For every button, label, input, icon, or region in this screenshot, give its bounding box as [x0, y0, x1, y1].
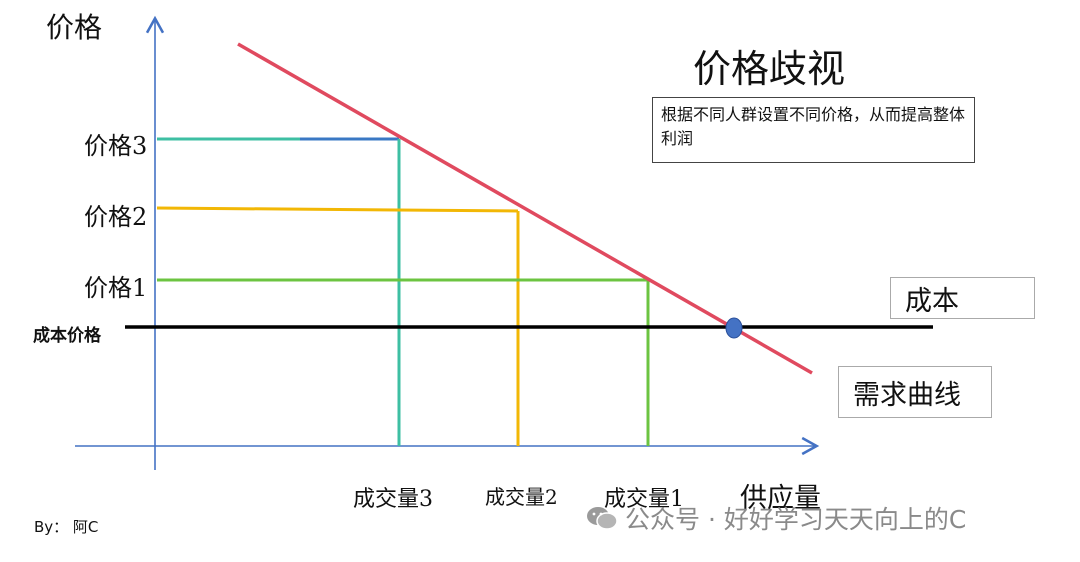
diagram-title: 价格歧视 — [693, 47, 846, 91]
cost-price-label: 成本价格 — [33, 326, 101, 346]
watermark: 公众号 · 好好学习天天向上的C — [585, 500, 966, 536]
x-axis-label: 供应量 — [740, 483, 821, 514]
price2-label: 价格2 — [84, 203, 148, 231]
price3-label: 价格3 — [84, 132, 148, 160]
volume2-label: 成交量2 — [485, 485, 558, 509]
watermark-text: 公众号 · 好好学习天天向上的C — [625, 505, 967, 534]
demand-curve-callout: 需求曲线 — [838, 366, 992, 418]
author-credit: By： 阿C — [34, 518, 99, 536]
volume3-label: 成交量3 — [353, 487, 433, 512]
demand-curve — [237, 42, 813, 375]
wechat-icon — [587, 507, 618, 530]
cost-demand-intersection-marker — [725, 317, 743, 339]
demand-curve-callout-label: 需求曲线 — [853, 379, 961, 411]
y-axis-label: 价格 — [46, 11, 103, 44]
price2-horizontal-line — [156, 206, 519, 213]
note-box: 根据不同人群设置不同价格，从而提高整体利润 — [652, 97, 975, 163]
volume1-label: 成交量1 — [604, 487, 684, 512]
cost-callout: 成本 — [890, 277, 1035, 319]
cost-callout-label: 成本 — [905, 285, 959, 317]
price1-label: 价格1 — [84, 274, 148, 302]
